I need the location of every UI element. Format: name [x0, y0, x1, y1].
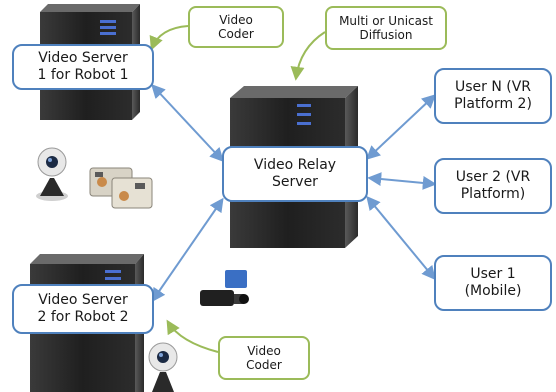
- video-server-1-label: Video Server 1 for Robot 1: [37, 50, 129, 83]
- arrow-server1-relay: [151, 83, 224, 163]
- callout-arrow-coder-bottom: [166, 319, 219, 353]
- callout-video-coder-top: Video Coder: [188, 6, 284, 48]
- user-1-box: User 1 (Mobile): [434, 255, 552, 311]
- video-server-2-box: Video Server 2 for Robot 2: [12, 284, 154, 334]
- callout-diffusion: Multi or Unicast Diffusion: [325, 6, 447, 50]
- relay-server-box: Video Relay Server: [222, 146, 368, 202]
- callout-diffusion-label: Multi or Unicast Diffusion: [339, 13, 433, 42]
- video-server-1-box: Video Server 1 for Robot 1: [12, 44, 154, 90]
- user-2-label: User 2 (VR Platform): [455, 169, 531, 202]
- user-n-label: User N (VR Platform 2): [454, 79, 532, 112]
- callout-video-coder-bottom-label: Video Coder: [246, 343, 282, 372]
- callout-video-coder-top-label: Video Coder: [218, 12, 254, 41]
- relay-server-label: Video Relay Server: [253, 157, 337, 190]
- webcam-icon: [36, 147, 68, 201]
- webcam-bottom-icon: [148, 342, 178, 392]
- callout-video-coder-bottom: Video Coder: [218, 336, 310, 380]
- robot-module-icon: [89, 167, 153, 209]
- user-n-box: User N (VR Platform 2): [434, 68, 552, 124]
- callout-arrow-diffusion: [290, 31, 326, 81]
- video-server-2-label: Video Server 2 for Robot 2: [37, 292, 129, 325]
- callout-arrow-coder-top: [149, 25, 189, 51]
- arrow-relay-user2: [367, 172, 437, 190]
- arrow-relay-usern: [365, 94, 437, 160]
- arrow-relay-user1: [366, 195, 436, 281]
- user-1-label: User 1 (Mobile): [464, 266, 522, 299]
- arrow-server2-relay: [151, 197, 224, 303]
- user-2-box: User 2 (VR Platform): [434, 158, 552, 214]
